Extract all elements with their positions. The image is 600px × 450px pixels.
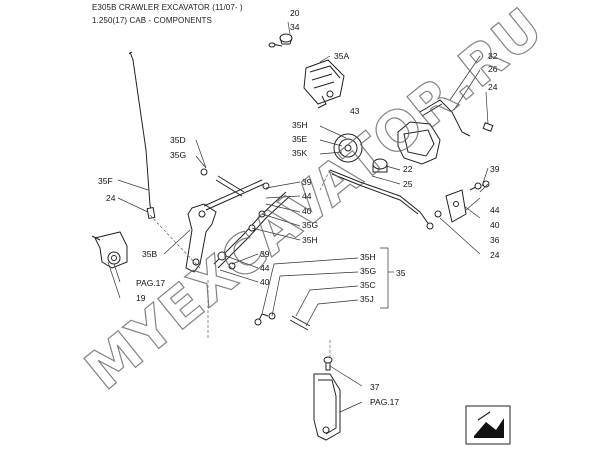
catalog-section-title: 1.250(17) CAB - COMPONENTS [92, 16, 212, 25]
callout-20: 20 [290, 8, 300, 18]
knob-22 [372, 158, 388, 173]
callout-22: 22 [403, 164, 413, 174]
callout-35G-low: 35G [360, 266, 376, 276]
callout-39-b: 39 [260, 249, 270, 259]
callout-19: 19 [136, 293, 146, 303]
callout-26: 26 [488, 64, 498, 74]
callout-35H-mid: 35H [302, 235, 318, 245]
callout-35H-low: 35H [360, 252, 376, 262]
pin-35D [200, 168, 245, 197]
reference-dashes [149, 169, 331, 358]
page-corner-icon[interactable] [465, 405, 511, 445]
callout-25: 25 [403, 179, 413, 189]
callout-40-b: 40 [260, 277, 270, 287]
inner-handle-37 [313, 356, 341, 441]
callout-labels: 20 34 35A 32 26 24 43 35H 35E 35K 22 25 … [98, 8, 500, 407]
bracket-19 [91, 231, 128, 269]
bolt-20-34 [268, 33, 293, 48]
callout-35G-left: 35G [170, 150, 186, 160]
pins-35-group [254, 312, 311, 331]
callout-39-c: 39 [490, 164, 500, 174]
callout-39-a: 39 [302, 177, 312, 187]
callout-44-a: 44 [302, 191, 312, 201]
callout-44-b: 44 [260, 263, 270, 273]
callout-pag17-bottom: PAG.17 [370, 397, 399, 407]
callout-24-top: 24 [488, 82, 498, 92]
leader-lines [107, 21, 489, 413]
callout-40-c: 40 [490, 220, 500, 230]
watermark: MYEXCAVATOR.RU [73, 0, 555, 403]
rod-25 [329, 169, 434, 230]
callout-35J: 35J [360, 294, 374, 304]
callout-35B: 35B [142, 249, 157, 259]
callout-36: 36 [490, 235, 500, 245]
lever-35B [185, 179, 265, 273]
callout-35D: 35D [170, 135, 186, 145]
callout-35A: 35A [334, 51, 349, 61]
callout-37: 37 [370, 382, 380, 392]
callout-40-a: 40 [302, 206, 312, 216]
latch-plate-36 [434, 180, 490, 223]
callout-35H-top: 35H [292, 120, 308, 130]
callout-35C: 35C [360, 280, 376, 290]
callout-pag17-left: PAG.17 [136, 278, 165, 288]
callout-35K: 35K [292, 148, 307, 158]
lock-35A [303, 59, 345, 109]
callout-34: 34 [290, 22, 300, 32]
callout-24-right: 24 [490, 250, 500, 260]
callout-35: 35 [396, 268, 406, 278]
callout-43: 43 [350, 106, 360, 116]
callout-32: 32 [488, 51, 498, 61]
catalog-model-title: E305B CRAWLER EXCAVATOR (11/07- ) [92, 3, 243, 12]
callout-35G-mid: 35G [302, 220, 318, 230]
rod-35F [128, 51, 156, 220]
cable-32 [419, 99, 494, 137]
callout-24-left: 24 [106, 193, 116, 203]
callout-35E: 35E [292, 134, 307, 144]
watermark-text: MYEXCAVATOR.RU [74, 0, 555, 402]
handle-35E [333, 121, 441, 165]
callout-44-c: 44 [490, 205, 500, 215]
callout-35F: 35F [98, 176, 113, 186]
